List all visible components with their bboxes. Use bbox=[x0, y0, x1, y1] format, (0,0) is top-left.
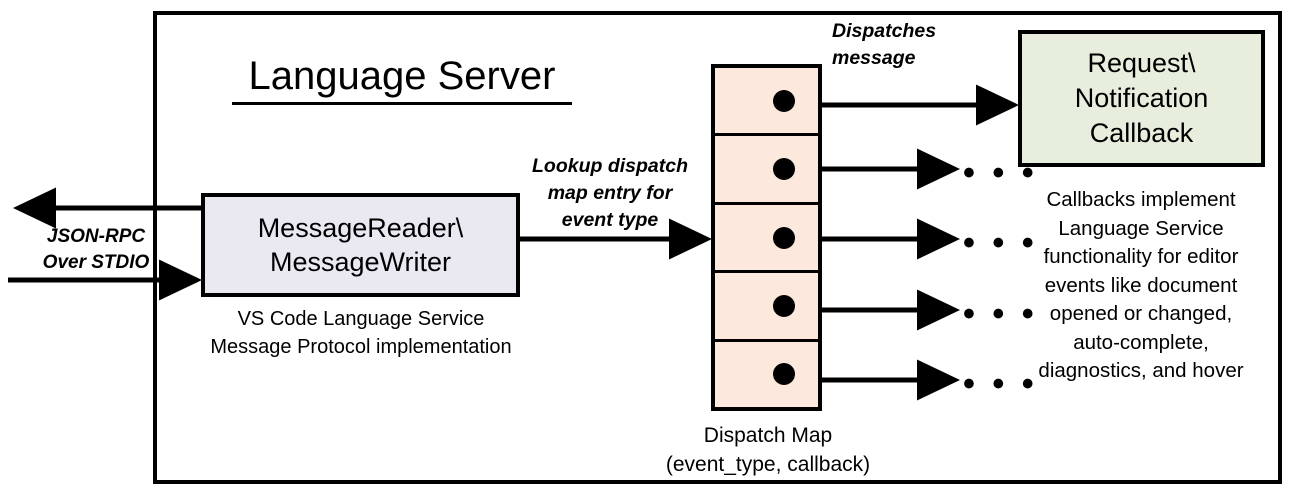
lookup-dispatch-label: Lookup dispatch map entry for event type bbox=[520, 153, 700, 234]
dispatch-map-row[interactable] bbox=[715, 68, 818, 137]
dispatch-map-row[interactable] bbox=[715, 205, 818, 274]
reader-line1: MessageReader\ bbox=[257, 213, 464, 243]
ellipsis-row-4: • • • bbox=[963, 295, 1038, 333]
lookup-line2: map entry for bbox=[547, 182, 673, 204]
jsonrpc-label-line1: JSON-RPC bbox=[46, 226, 146, 247]
message-reader-writer-box[interactable]: MessageReader\ MessageWriter bbox=[201, 193, 520, 297]
jsonrpc-transport-label: JSON-RPC Over STDIO bbox=[20, 224, 172, 276]
lookup-line1: Lookup dispatch bbox=[532, 155, 688, 177]
dispatch-map-row[interactable] bbox=[715, 136, 818, 205]
callback-dot-icon bbox=[773, 158, 795, 181]
message-reader-caption: VS Code Language Service Message Protoco… bbox=[180, 305, 542, 361]
callback-dot-icon bbox=[773, 226, 795, 249]
language-server-boundary bbox=[153, 11, 1282, 484]
jsonrpc-label-line2: Over STDIO bbox=[42, 252, 150, 273]
callback-description: Callbacks implement Language Service fun… bbox=[1010, 186, 1272, 386]
reader-caption-line1: VS Code Language Service bbox=[237, 308, 485, 330]
request-notification-callback-box[interactable]: Request\ Notification Callback bbox=[1018, 30, 1265, 167]
callback-desc-line6: auto-complete, bbox=[1073, 330, 1209, 354]
callback-line2: Notification bbox=[1074, 83, 1209, 113]
dispatch-map-table[interactable] bbox=[711, 64, 822, 411]
callback-line1: Request\ bbox=[1087, 48, 1196, 78]
callback-desc-line1: Callbacks implement bbox=[1046, 188, 1236, 211]
dispatch-map-row[interactable] bbox=[715, 273, 818, 342]
page-title: Language Server bbox=[232, 52, 572, 105]
dispatches-line1: Dispatches bbox=[832, 20, 937, 42]
callback-desc-line5: opened or changed, bbox=[1049, 302, 1233, 325]
reader-line2: MessageWriter bbox=[269, 247, 452, 277]
callback-dot-icon bbox=[773, 89, 795, 112]
callback-desc-line3: functionality for editor bbox=[1043, 245, 1239, 268]
dispatch-caption-line2: (event_type, callback) bbox=[665, 453, 871, 476]
ellipsis-row-5: • • • bbox=[963, 365, 1038, 403]
reader-caption-line2: Message Protocol implementation bbox=[210, 336, 512, 358]
ellipsis-row-3: • • • bbox=[963, 224, 1038, 262]
callback-desc-line7: diagnostics, and hover bbox=[1038, 359, 1244, 382]
callback-line3: Callback bbox=[1089, 118, 1194, 148]
dispatch-caption-line1: Dispatch Map bbox=[703, 424, 833, 447]
callback-desc-line4: events like document bbox=[1044, 273, 1238, 297]
dispatches-line2: message bbox=[832, 47, 916, 69]
callback-dot-icon bbox=[773, 294, 795, 317]
callback-dot-icon bbox=[773, 363, 795, 386]
lookup-line3: event type bbox=[561, 209, 659, 231]
dispatch-map-row[interactable] bbox=[715, 342, 818, 407]
dispatches-message-label: Dispatches message bbox=[832, 18, 1012, 72]
dispatch-map-caption: Dispatch Map (event_type, callback) bbox=[648, 421, 888, 479]
callback-desc-line2: Language Service bbox=[1058, 216, 1224, 240]
